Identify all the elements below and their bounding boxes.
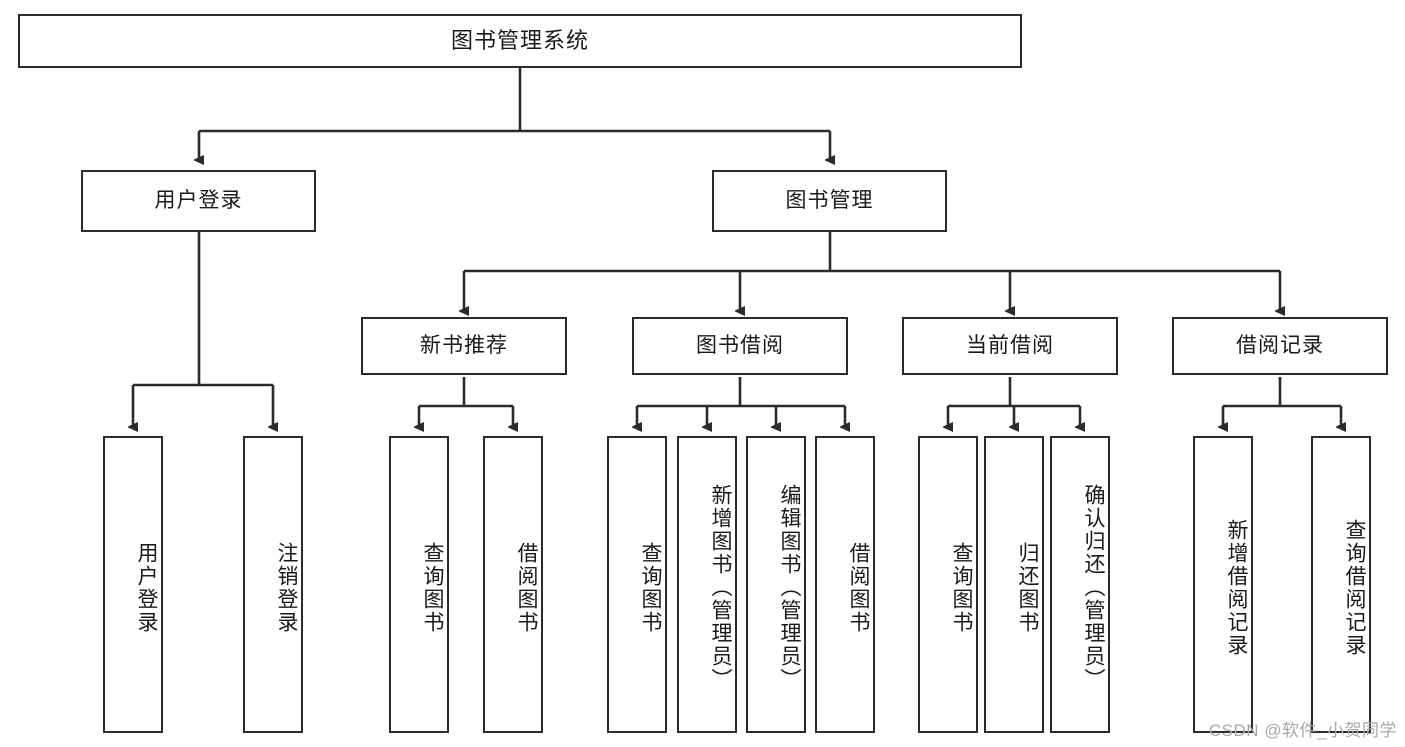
node-label: 查询图书 [639,541,662,634]
node-label: 归还图书 [1016,541,1039,634]
node-leaf-confirm-return[interactable]: 确认归还（管理员） [1050,436,1110,733]
node-leaf-query-record[interactable]: 查询借阅记录 [1311,436,1371,733]
node-label: 查询图书 [950,541,973,634]
node-label: 当前借阅 [966,334,1054,358]
node-leaf-return-book[interactable]: 归还图书 [984,436,1044,733]
node-label: 确认归还（管理员） [1082,484,1105,691]
csdn-watermark: CSDN @软件_小贺同学 [1208,721,1397,740]
node-label: 图书借阅 [696,334,784,358]
node-leaf-user-login[interactable]: 用户登录 [103,436,163,733]
node-current-borrow[interactable]: 当前借阅 [902,317,1118,375]
node-book-borrow[interactable]: 图书借阅 [632,317,848,375]
node-label: 借阅图书 [515,541,538,634]
node-label: 查询图书 [421,541,444,634]
node-leaf-query-book-2[interactable]: 查询图书 [607,436,667,733]
node-leaf-borrow-book-1[interactable]: 借阅图书 [483,436,543,733]
node-leaf-query-book-3[interactable]: 查询图书 [918,436,978,733]
node-leaf-borrow-book-2[interactable]: 借阅图书 [815,436,875,733]
node-root-system[interactable]: 图书管理系统 [18,14,1022,68]
node-leaf-add-record[interactable]: 新增借阅记录 [1193,436,1253,733]
node-label: 图书管理系统 [450,27,589,53]
node-label: 用户登录 [135,541,158,634]
node-leaf-query-book-1[interactable]: 查询图书 [389,436,449,733]
node-leaf-logout-login[interactable]: 注销登录 [243,436,303,733]
node-label: 注销登录 [275,541,298,634]
node-label: 新增借阅记录 [1225,518,1248,657]
node-label: 查询借阅记录 [1343,518,1366,657]
node-new-book-recommend[interactable]: 新书推荐 [361,317,567,375]
node-label: 新书推荐 [420,334,508,358]
node-borrow-record[interactable]: 借阅记录 [1172,317,1388,375]
node-book-management[interactable]: 图书管理 [712,170,947,232]
node-label: 借阅图书 [847,541,870,634]
node-label: 用户登录 [154,189,243,213]
node-leaf-add-book[interactable]: 新增图书（管理员） [677,436,737,733]
node-label: 编辑图书（管理员） [778,484,801,691]
node-label: 新增图书（管理员） [709,484,732,691]
node-label: 借阅记录 [1236,334,1324,358]
node-label: 图书管理 [785,189,874,213]
node-user-login[interactable]: 用户登录 [81,170,316,232]
node-leaf-edit-book[interactable]: 编辑图书（管理员） [746,436,806,733]
